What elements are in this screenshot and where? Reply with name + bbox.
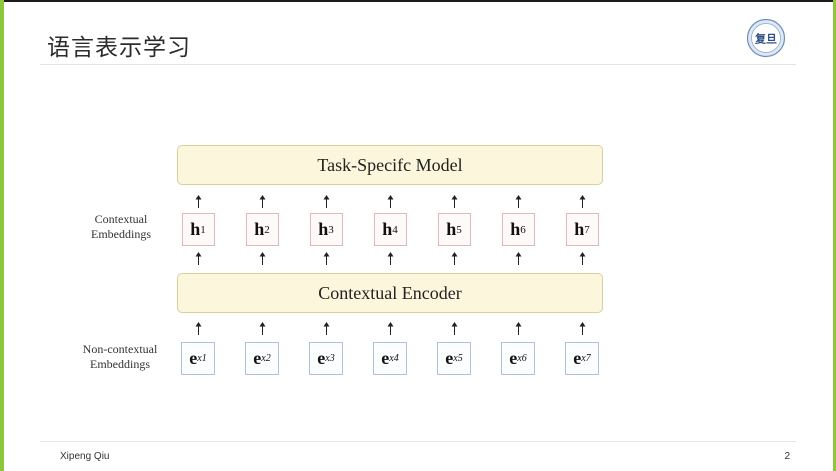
arrow-encoder-to-h3 — [323, 252, 329, 265]
noncontextual-label-line2: Embeddings — [90, 357, 150, 371]
embedding-symbol: e — [189, 348, 198, 368]
left-accent-bar — [0, 0, 4, 471]
hidden-symbol: h — [446, 219, 457, 239]
embedding-index: x7 — [581, 353, 591, 364]
footer-author: Xipeng Qiu — [60, 451, 110, 462]
arrow-encoder-to-h1 — [195, 252, 201, 265]
embedding-index: x3 — [325, 353, 335, 364]
embedding-symbol: e — [317, 348, 326, 368]
arrow-e7-to-encoder — [579, 322, 585, 335]
task-specific-model-box: Task-Specifc Model — [177, 145, 603, 185]
arrow-encoder-to-h5 — [451, 252, 457, 265]
embedding-symbol: e — [253, 348, 262, 368]
hidden-symbol: h — [574, 219, 585, 239]
embedding-index: x6 — [517, 353, 527, 364]
hidden-index: 6 — [520, 223, 526, 236]
arrow-encoder-to-h2 — [259, 252, 265, 265]
hidden-symbol: h — [190, 219, 201, 239]
arrow-e2-to-encoder — [259, 322, 265, 335]
arrow-h5-to-task-model — [451, 195, 457, 208]
embedding-symbol: e — [381, 348, 390, 368]
embedding-index: x5 — [453, 353, 463, 364]
hidden-index: 7 — [584, 223, 590, 236]
hidden-index: 3 — [328, 223, 334, 236]
right-accent-bar — [833, 0, 836, 471]
hidden-symbol: h — [382, 219, 393, 239]
embedding-index: x4 — [389, 353, 399, 364]
arrow-h4-to-task-model — [387, 195, 393, 208]
logo-text: 复旦 — [754, 32, 777, 46]
arrow-encoder-to-h6 — [515, 252, 521, 265]
hidden-symbol: h — [254, 219, 265, 239]
embedding-symbol: e — [509, 348, 518, 368]
arrow-encoder-to-h7 — [579, 252, 585, 265]
hidden-index: 5 — [456, 223, 462, 236]
embedding-symbol: e — [445, 348, 454, 368]
title-divider — [40, 64, 796, 65]
page-number: 2 — [784, 451, 790, 462]
contextual-label-line2: Embeddings — [91, 227, 151, 241]
contextual-label-line1: Contextual — [94, 212, 148, 226]
arrow-h7-to-task-model — [579, 195, 585, 208]
arrow-e5-to-encoder — [451, 322, 457, 335]
noncontextual-label-line1: Non-contextual — [82, 342, 158, 356]
arrow-e4-to-encoder — [387, 322, 393, 335]
arrow-e6-to-encoder — [515, 322, 521, 335]
arrow-h2-to-task-model — [259, 195, 265, 208]
top-border — [0, 0, 836, 2]
hidden-index: 4 — [392, 223, 398, 236]
arrow-e3-to-encoder — [323, 322, 329, 335]
contextual-embeddings-label: Contextual Embeddings — [80, 212, 162, 242]
hidden-index: 2 — [264, 223, 270, 236]
arrow-e1-to-encoder — [195, 322, 201, 335]
arrow-h3-to-task-model — [323, 195, 329, 208]
embedding-index: x1 — [197, 353, 207, 364]
arrow-encoder-to-h4 — [387, 252, 393, 265]
slide-title: 语言表示学习 — [47, 35, 191, 61]
hidden-symbol: h — [510, 219, 521, 239]
footer-divider — [40, 441, 796, 442]
university-logo-icon: 复旦 — [746, 18, 786, 58]
embedding-index: x2 — [261, 353, 271, 364]
hidden-index: 1 — [200, 223, 206, 236]
arrow-h6-to-task-model — [515, 195, 521, 208]
arrow-h1-to-task-model — [195, 195, 201, 208]
hidden-symbol: h — [318, 219, 329, 239]
contextual-encoder-box: Contextual Encoder — [177, 273, 603, 313]
non-contextual-embeddings-label: Non-contextual Embeddings — [70, 342, 170, 372]
embedding-symbol: e — [573, 348, 582, 368]
